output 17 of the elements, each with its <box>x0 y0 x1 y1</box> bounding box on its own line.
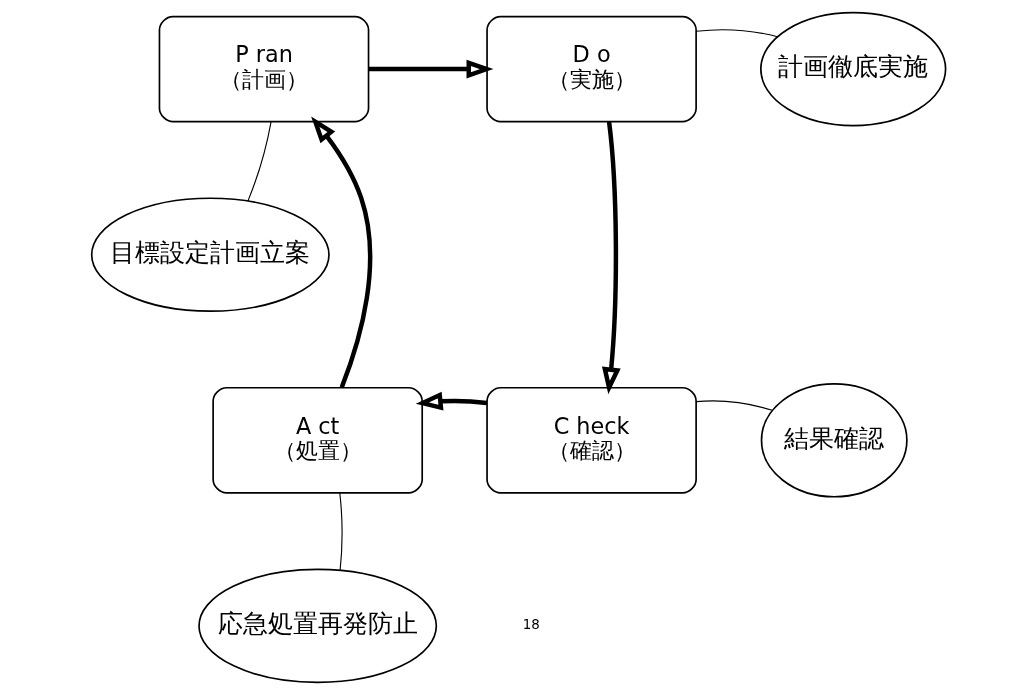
connector <box>246 121 272 202</box>
connector <box>695 400 773 411</box>
node-box: D o （実施） <box>485 15 697 123</box>
node-box: A ct （処置） <box>211 386 423 494</box>
node-box: C heck （確認） <box>485 386 697 494</box>
arrow <box>368 59 493 79</box>
node-ellipse: 目標設定計画立案 <box>90 197 330 312</box>
node-ellipse: 応急処置再発防止 <box>197 568 437 684</box>
label: 18 <box>522 617 540 633</box>
node-box: P ran （計画） <box>158 15 369 123</box>
node-ellipse: 結果確認 <box>760 383 908 498</box>
arrow <box>310 116 372 389</box>
connector <box>338 492 343 571</box>
connector <box>695 29 778 38</box>
node-ellipse: 計画徹底実施 <box>759 11 946 127</box>
arrow <box>601 121 621 395</box>
arrow <box>415 391 487 411</box>
